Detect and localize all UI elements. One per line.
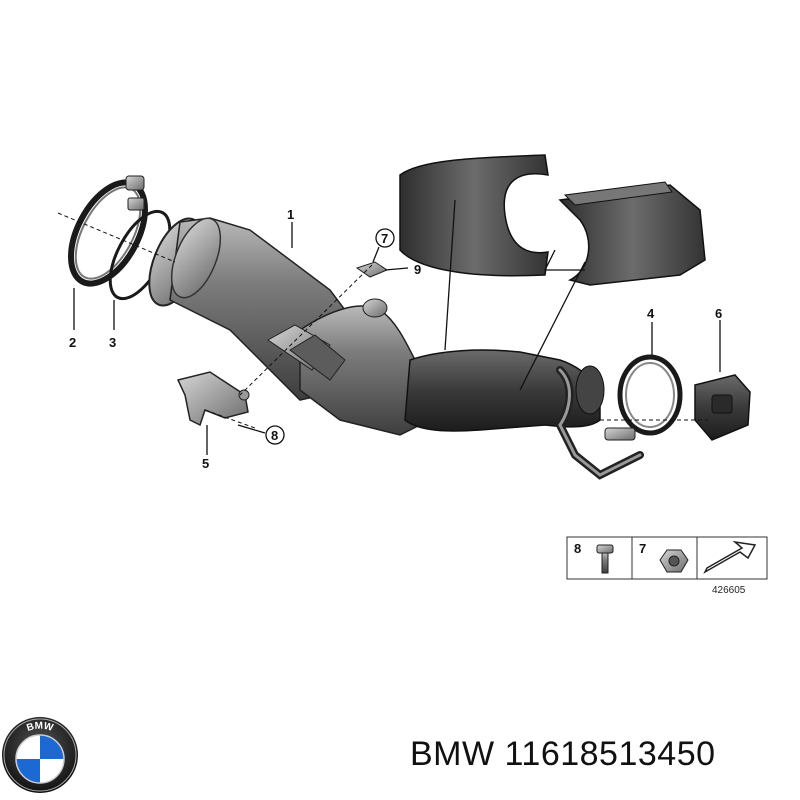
catalytic-converter-part [148, 217, 431, 436]
callout-5: 5 [202, 456, 209, 471]
callout-8: 8 [271, 428, 278, 443]
rubber-mount-part [694, 374, 751, 441]
legend-item-b-label: 7 [639, 541, 646, 556]
callout-3: 3 [109, 335, 116, 350]
callout-2: 2 [69, 335, 76, 350]
hardware-legend: 8 7 [566, 536, 768, 580]
leader-7 [372, 246, 380, 263]
callout-6: 6 [715, 306, 722, 321]
nut-icon [659, 549, 689, 573]
part-arrow-icon [703, 540, 757, 574]
pipe-clamp-part [604, 354, 683, 441]
bmw-logo-icon: BMW [2, 717, 78, 793]
assembly-line-left [57, 212, 176, 263]
callout-8-circle [265, 425, 285, 445]
diagram-number: 426605 [712, 585, 746, 596]
callout-4: 4 [647, 306, 655, 321]
callout-9: 9 [414, 262, 421, 277]
callout-7-circle [375, 228, 395, 248]
assembly-line-bolt [204, 409, 256, 429]
logo-lettering: BMW [25, 721, 54, 734]
bolt-icon [596, 544, 614, 574]
leader-8 [237, 424, 266, 434]
leader-9 [384, 267, 409, 271]
bracket-part [176, 371, 250, 427]
callout-1: 1 [287, 207, 294, 222]
leader-lower-shield [519, 249, 586, 391]
leader-upper-shield [444, 199, 456, 351]
exhaust-pipe-part [404, 349, 644, 480]
part-number-caption: BMW 11618513450 [410, 735, 716, 773]
assembly-line-stud [239, 264, 373, 396]
callout-7: 7 [381, 231, 388, 246]
legend-item-a-label: 8 [574, 541, 581, 556]
clamp-ring-part [68, 175, 148, 287]
svg-text:BMW: BMW [25, 721, 54, 734]
upper-heat-shield [399, 154, 549, 277]
